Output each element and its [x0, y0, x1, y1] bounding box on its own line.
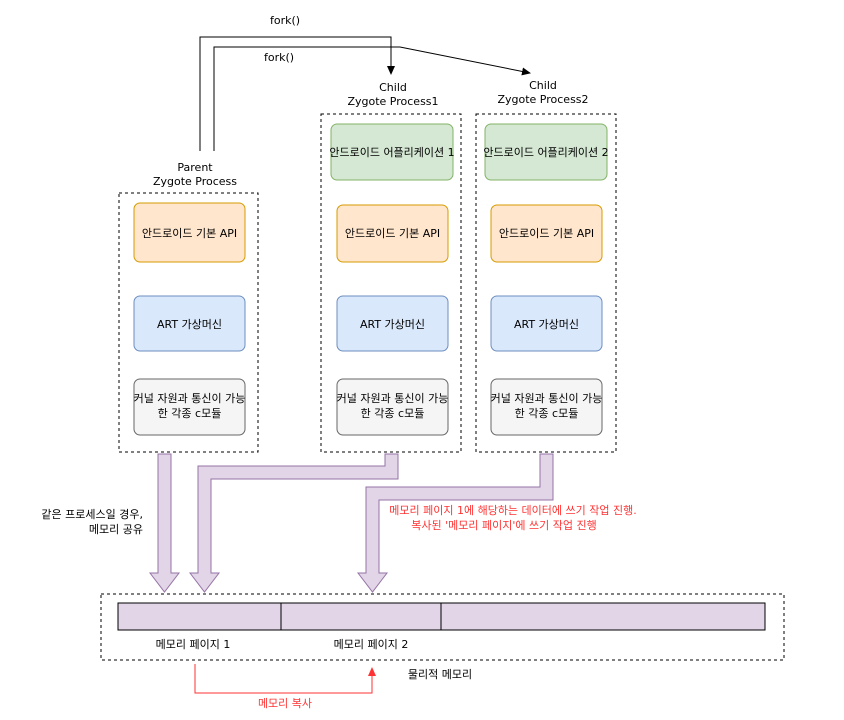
child1-kernel-box [336, 378, 449, 436]
child1-art-label: ART 가상머신 [360, 318, 425, 331]
fork-connector-child1 [199, 36, 395, 151]
memory-copy-connector [194, 664, 376, 694]
child2-title-line1: Child [529, 79, 557, 92]
fork-label-2: fork() [264, 51, 294, 64]
shared-note-line1: 같은 프로세스일 경우, [41, 507, 143, 521]
child1-app-box [330, 123, 454, 181]
shared-note-line2: 메모리 공유 [89, 523, 143, 536]
child2-app-label: 안드로이드 어플리케이션 2 [483, 146, 608, 159]
write-note-line2: 복사된 '메모리 페이지'에 쓰기 작업 진행 [411, 519, 596, 532]
parent-kernel-box [133, 378, 246, 436]
child2-title-line2: Zygote Process2 [497, 93, 588, 106]
child2-api-label: 안드로이드 기본 API [499, 227, 594, 240]
parent-container [118, 192, 259, 453]
child2-kernel-box [490, 378, 603, 436]
fork-label-1: fork() [270, 14, 300, 27]
write-note-line1: 메모리 페이지 1에 해당하는 데이터에 쓰기 작업 진행. [389, 503, 637, 517]
parent-process: Parent Zygote Process 안드로이드 기본 API ART 가… [118, 161, 259, 453]
memory-page-2-label: 메모리 페이지 2 [334, 638, 409, 651]
child2-app-box [484, 123, 608, 181]
parent-art-box [133, 295, 246, 352]
parent-api-label: 안드로이드 기본 API [142, 227, 237, 240]
child1-title-line1: Child [379, 81, 407, 94]
child1-title-line2: Zygote Process1 [347, 95, 438, 108]
parent-memory-arrow [148, 453, 181, 593]
child1-memory-arrow [188, 453, 399, 593]
child1-app-label: 안드로이드 어플리케이션 1 [329, 146, 454, 159]
child1-container [320, 113, 462, 453]
child2-art-label: ART 가상머신 [514, 318, 579, 331]
child2-container [475, 113, 617, 453]
parent-art-label: ART 가상머신 [157, 318, 222, 331]
child1-kernel-line1: 커널 자원과 통신이 가능 [337, 392, 449, 405]
parent-title-line1: Parent [177, 161, 213, 174]
child2-kernel-line2: 한 각종 c모듈 [515, 407, 579, 420]
child1-art-box [336, 295, 449, 352]
parent-kernel-line2: 한 각종 c모듈 [158, 407, 222, 420]
child1-api-box [336, 204, 449, 263]
child1-api-label: 안드로이드 기본 API [345, 227, 440, 240]
child2-api-box [490, 204, 603, 263]
child1-kernel-line2: 한 각종 c모듈 [361, 407, 425, 420]
physical-memory-container [100, 593, 785, 661]
parent-title-line2: Zygote Process [153, 175, 237, 188]
memory-copy-label: 메모리 복사 [258, 697, 312, 710]
parent-kernel-line1: 커널 자원과 통신이 가능 [134, 392, 246, 405]
physical-memory-label: 물리적 메모리 [408, 668, 472, 681]
child2-memory-arrow [356, 453, 554, 593]
memory-page-1-label: 메모리 페이지 1 [156, 638, 231, 651]
child2-art-box [490, 295, 603, 352]
child1-process: Child Zygote Process1 안드로이드 어플리케이션 1 안드로… [320, 81, 462, 453]
parent-api-box [133, 202, 246, 263]
fork-connector-child2 [213, 46, 531, 151]
child2-kernel-line1: 커널 자원과 통신이 가능 [491, 392, 603, 405]
physical-memory: 메모리 페이지 1 메모리 페이지 2 물리적 메모리 [100, 593, 785, 681]
child2-process: Child Zygote Process2 안드로이드 어플리케이션 2 안드로… [475, 79, 617, 453]
